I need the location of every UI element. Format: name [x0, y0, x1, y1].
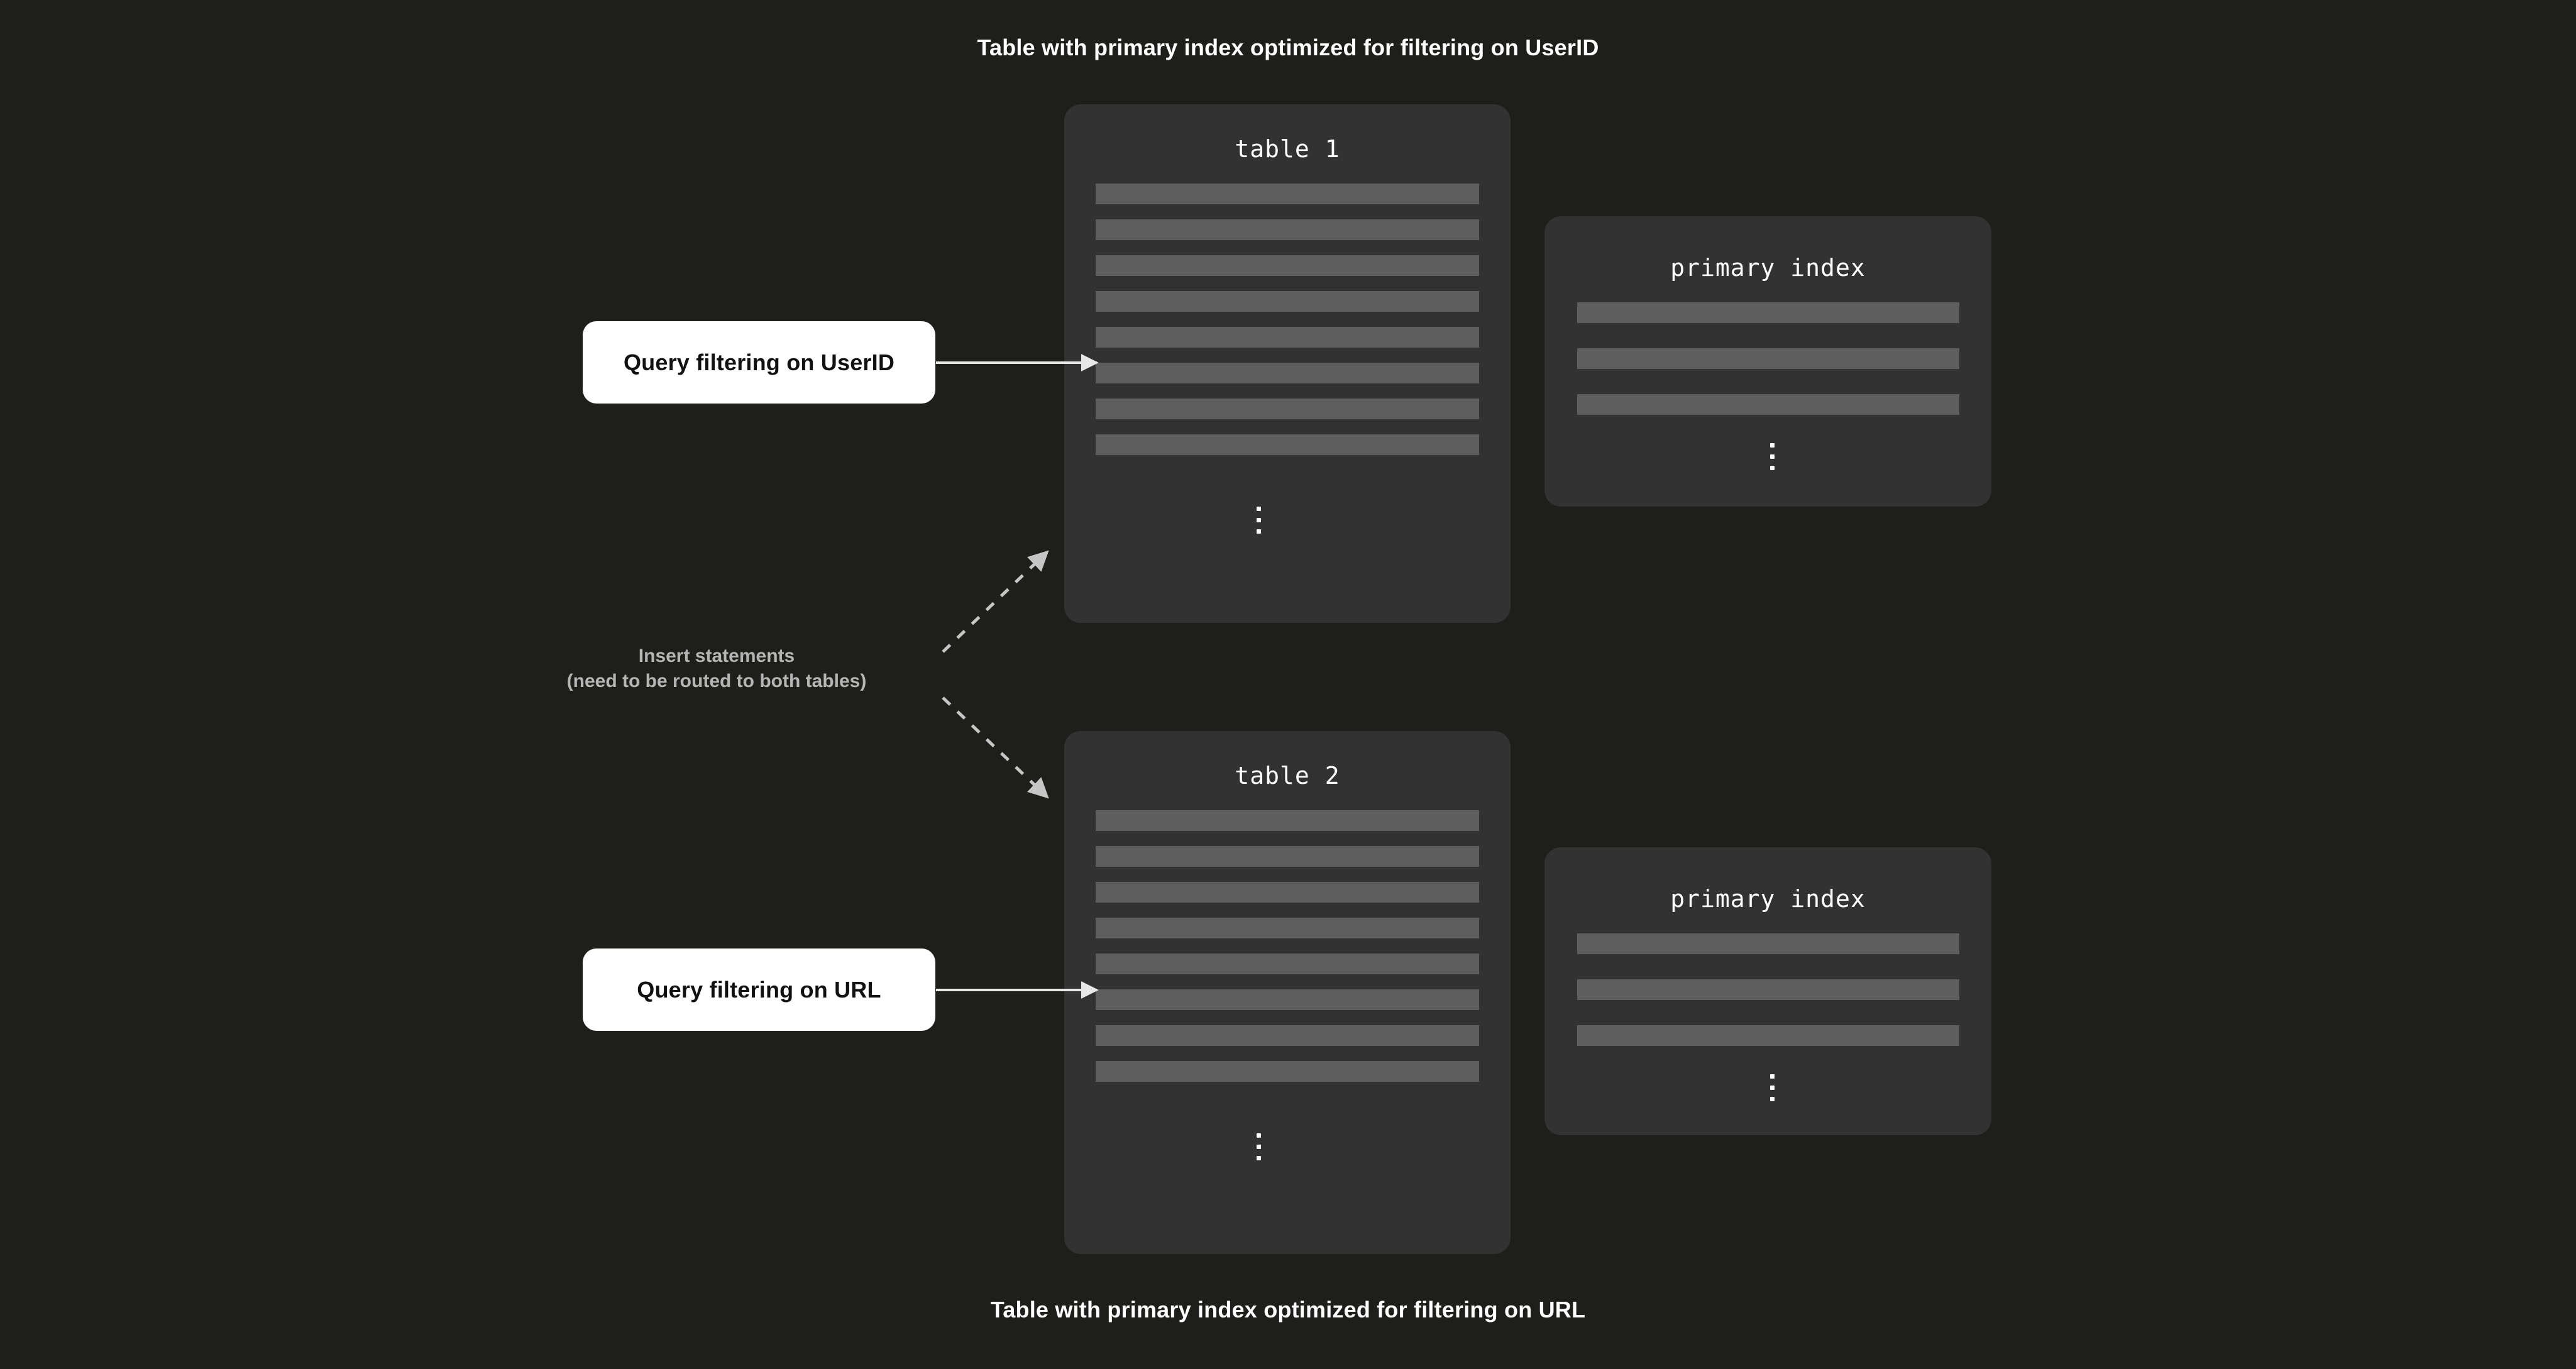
table-row [1096, 291, 1479, 312]
index-row [1577, 302, 1959, 323]
primary-index-1-ellipsis-icon [1770, 443, 1775, 470]
insert-statements-label: Insert statements (need to be routed to … [522, 644, 911, 693]
table-row [1096, 255, 1479, 276]
table-row [1096, 954, 1479, 974]
primary-index-2-title: primary index [1670, 885, 1866, 913]
top-caption: Table with primary index optimized for f… [977, 35, 1599, 60]
table-row [1096, 1061, 1479, 1082]
query-filtering-url-box[interactable]: Query filtering on URL [583, 948, 935, 1031]
arrow-inserts-to-table2 [942, 696, 1049, 799]
table-row [1096, 882, 1479, 903]
table-row [1096, 434, 1479, 455]
index-row [1577, 933, 1959, 954]
primary-index-2-panel: primary index [1544, 847, 1991, 1135]
table-2-title: table 2 [1235, 762, 1340, 789]
index-row [1577, 1025, 1959, 1046]
table-row [1096, 1025, 1479, 1046]
index-row [1577, 394, 1959, 415]
table-2-panel: table 2 [1064, 731, 1511, 1254]
arrow-inserts-to-table1 [942, 550, 1049, 653]
index-row [1577, 979, 1959, 1000]
table-row [1096, 184, 1479, 204]
table-row [1096, 989, 1479, 1010]
insert-statements-line-2: (need to be routed to both tables) [566, 670, 867, 691]
query-filtering-userid-box[interactable]: Query filtering on UserID [583, 321, 935, 404]
table-row [1096, 918, 1479, 938]
index-row [1577, 348, 1959, 369]
primary-index-1-title: primary index [1670, 254, 1866, 282]
table-row [1096, 399, 1479, 419]
query-filtering-userid-label: Query filtering on UserID [623, 349, 895, 375]
table-1-title: table 1 [1235, 135, 1340, 163]
table-1-ellipsis-icon [1257, 507, 1261, 534]
table-1-panel: table 1 [1064, 104, 1511, 623]
query-filtering-url-label: Query filtering on URL [637, 976, 881, 1003]
table-row [1096, 219, 1479, 240]
table-row [1096, 846, 1479, 867]
primary-index-2-ellipsis-icon [1770, 1074, 1775, 1101]
table-row [1096, 810, 1479, 831]
primary-index-1-panel: primary index [1544, 216, 1991, 507]
table-row [1096, 327, 1479, 348]
bottom-caption: Table with primary index optimized for f… [990, 1297, 1586, 1322]
table-2-ellipsis-icon [1257, 1133, 1261, 1160]
insert-statements-line-1: Insert statements [638, 646, 795, 666]
table-row [1096, 363, 1479, 383]
